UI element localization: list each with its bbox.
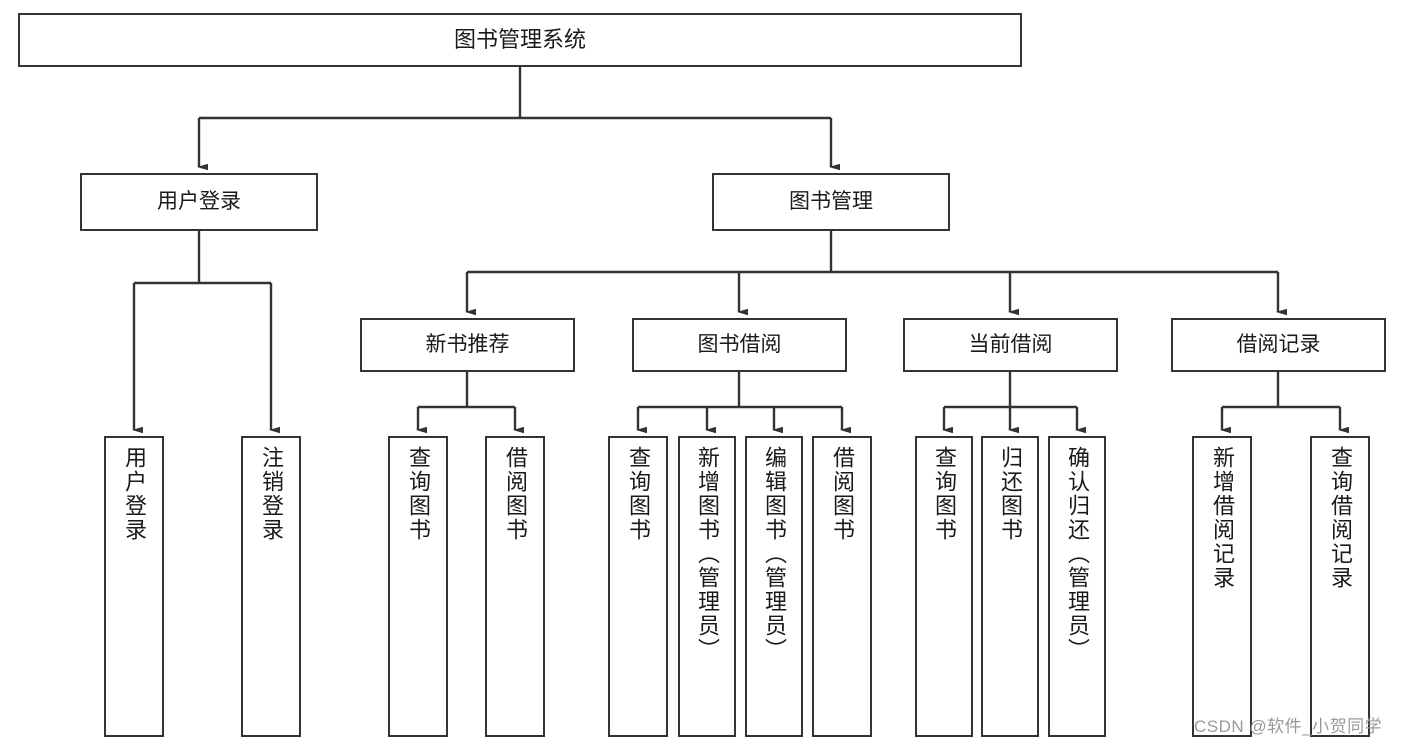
node-label: 用户登录 [122, 446, 147, 542]
node-label: 编辑图书（管理员） [762, 446, 787, 662]
node-label: 归还图书 [998, 446, 1023, 542]
node-label: 查询图书 [406, 446, 431, 542]
leaf-record-add-borrow-record[interactable]: 新增借阅记录 [1192, 436, 1252, 737]
node-label: 确认归还（管理员） [1065, 446, 1090, 662]
leaf-borrow-query-book[interactable]: 查询图书 [608, 436, 668, 737]
node-label: 新书推荐 [425, 332, 510, 356]
leaf-current-query-book[interactable]: 查询图书 [915, 436, 973, 737]
leaf-user-login-logout[interactable]: 注销登录 [241, 436, 301, 737]
node-label: 图书管理 [789, 189, 873, 213]
node-label: 借阅图书 [503, 446, 528, 542]
node-label: 查询图书 [932, 446, 957, 542]
node-root-system[interactable]: 图书管理系统 [18, 13, 1022, 67]
node-label: 当前借阅 [968, 332, 1053, 356]
node-label: 注销登录 [259, 446, 284, 542]
node-user-login[interactable]: 用户登录 [80, 173, 318, 231]
node-label: 新增图书（管理员） [695, 446, 720, 662]
node-borrow-record[interactable]: 借阅记录 [1171, 318, 1386, 372]
leaf-current-confirm-return-admin[interactable]: 确认归还（管理员） [1048, 436, 1106, 737]
node-label: 查询图书 [626, 446, 651, 542]
node-label: 借阅图书 [830, 446, 855, 542]
node-label: 图书借阅 [697, 332, 782, 356]
leaf-recommend-borrow-book[interactable]: 借阅图书 [485, 436, 545, 737]
node-label: 查询借阅记录 [1328, 446, 1353, 590]
node-current-borrow[interactable]: 当前借阅 [903, 318, 1118, 372]
leaf-borrow-add-book-admin[interactable]: 新增图书（管理员） [678, 436, 736, 737]
node-new-book-recommend[interactable]: 新书推荐 [360, 318, 575, 372]
node-label: 新增借阅记录 [1210, 446, 1235, 590]
node-book-borrow[interactable]: 图书借阅 [632, 318, 847, 372]
leaf-borrow-borrow-book[interactable]: 借阅图书 [812, 436, 872, 737]
leaf-borrow-edit-book-admin[interactable]: 编辑图书（管理员） [745, 436, 803, 737]
leaf-recommend-query-book[interactable]: 查询图书 [388, 436, 448, 737]
leaf-current-return-book[interactable]: 归还图书 [981, 436, 1039, 737]
node-label: 借阅记录 [1236, 332, 1321, 356]
leaf-user-login-signin[interactable]: 用户登录 [104, 436, 164, 737]
node-label: 图书管理系统 [453, 27, 586, 53]
csdn-watermark: CSDN @软件_小贺同学 [1194, 717, 1383, 736]
leaf-record-query-borrow-record[interactable]: 查询借阅记录 [1310, 436, 1370, 737]
node-label: 用户登录 [157, 189, 241, 213]
node-book-management[interactable]: 图书管理 [712, 173, 950, 231]
